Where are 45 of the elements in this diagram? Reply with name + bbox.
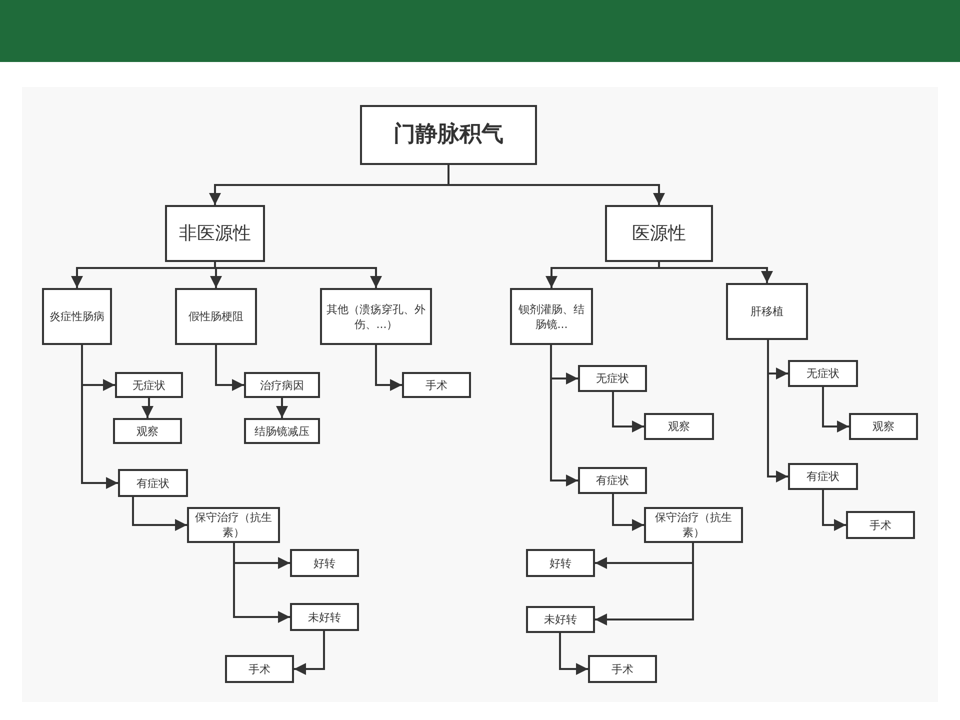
arrow [612,392,644,432]
process-box: 无症状 [115,372,183,398]
process-box: 手术 [225,655,294,683]
process-box: 保守治疗（抗生素） [187,507,280,543]
process-box: 保守治疗（抗生素） [644,507,743,543]
process-box: 未好转 [290,603,359,631]
process-box: 钡剂灌肠、结肠镜... [510,288,593,345]
arrow [375,345,402,391]
process-box: 好转 [290,549,359,577]
process-box: 有症状 [788,463,858,490]
process-box: 其他（溃疡穿孔、外伤、...） [320,288,432,345]
arrow [658,262,773,283]
process-box: 非医源性 [165,205,265,262]
process-box: 有症状 [118,469,188,497]
arrow [559,633,588,675]
process-box: 观察 [113,418,182,444]
arrow [142,398,154,418]
arrow [294,631,325,675]
process-box: 结肠镜减压 [244,418,320,444]
process-box: 手术 [846,511,915,539]
process-box: 治疗病因 [244,372,320,398]
process-box: 炎症性肠病 [42,288,112,345]
arrow [276,398,288,418]
process-box: 肝移植 [726,283,808,340]
arrow [612,494,644,531]
process-box: 无症状 [788,360,858,387]
process-box: 医源性 [605,205,713,262]
process-box: 未好转 [526,606,595,633]
process-box: 观察 [644,413,714,440]
arrow [822,490,846,531]
title-box: 门静脉积气 [360,105,537,165]
arrow [448,165,665,205]
process-box: 有症状 [578,467,647,494]
process-box: 假性肠梗阻 [175,288,257,345]
arrow [767,340,788,482]
arrow [822,387,849,432]
arrow [81,345,118,489]
arrow [132,497,187,531]
arrow [215,345,244,391]
process-box: 好转 [526,549,595,577]
process-box: 手术 [588,655,657,683]
arrow [595,543,694,626]
process-box: 无症状 [578,365,647,392]
process-box: 观察 [849,413,918,440]
process-box: 手术 [402,372,471,398]
